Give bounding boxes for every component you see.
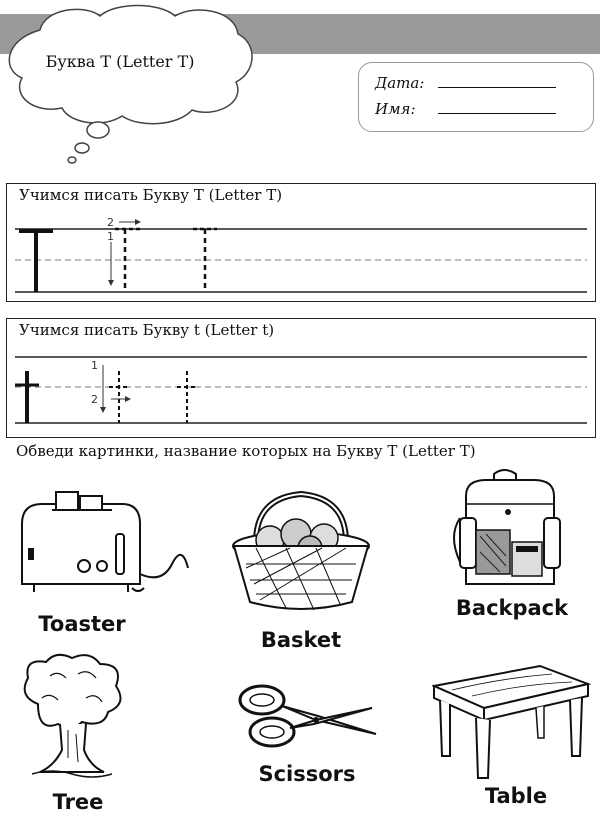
date-row: Дата:	[375, 73, 557, 92]
practice-panel-uppercase: Учимся писать Букву T (Letter T) 1 2	[6, 183, 596, 302]
stroke-number-2: 2	[107, 216, 114, 229]
practice-title-lowercase: Учимся писать Букву t (Letter t)	[19, 321, 275, 339]
date-field[interactable]	[438, 73, 557, 88]
info-box: Дата: Имя:	[358, 62, 594, 132]
tree-label: Tree	[52, 790, 104, 814]
name-label: Имя:	[375, 100, 416, 118]
writing-lines-lowercase: 1 2	[15, 356, 587, 424]
stroke-number-2: 2	[91, 393, 98, 406]
toaster-icon[interactable]	[12, 484, 192, 606]
basket-label: Basket	[260, 628, 342, 652]
backpack-label: Backpack	[455, 596, 569, 620]
cloud-bubble-icon	[8, 4, 253, 164]
name-field[interactable]	[437, 99, 556, 114]
practice-title-uppercase: Учимся писать Букву T (Letter T)	[19, 186, 283, 204]
date-label: Дата:	[375, 74, 425, 92]
tree-icon[interactable]	[12, 650, 132, 786]
table-label: Table	[484, 784, 548, 808]
backpack-icon[interactable]	[440, 466, 580, 596]
stroke-number-1: 1	[91, 359, 98, 372]
scissors-label: Scissors	[258, 762, 356, 786]
table-icon[interactable]	[432, 660, 592, 784]
basket-icon[interactable]	[226, 484, 376, 624]
toaster-label: Toaster	[38, 612, 126, 636]
instruction-text: Обведи картинки, название которых на Бук…	[16, 442, 476, 460]
stroke-number-1: 1	[107, 230, 114, 243]
writing-lines-uppercase: 1 2	[15, 216, 587, 293]
practice-panel-lowercase: Учимся писать Букву t (Letter t) 1 2	[6, 318, 596, 438]
name-row: Имя:	[375, 99, 556, 118]
scissors-icon[interactable]	[232, 676, 382, 756]
page-title: Буква T (Letter T)	[45, 52, 195, 71]
